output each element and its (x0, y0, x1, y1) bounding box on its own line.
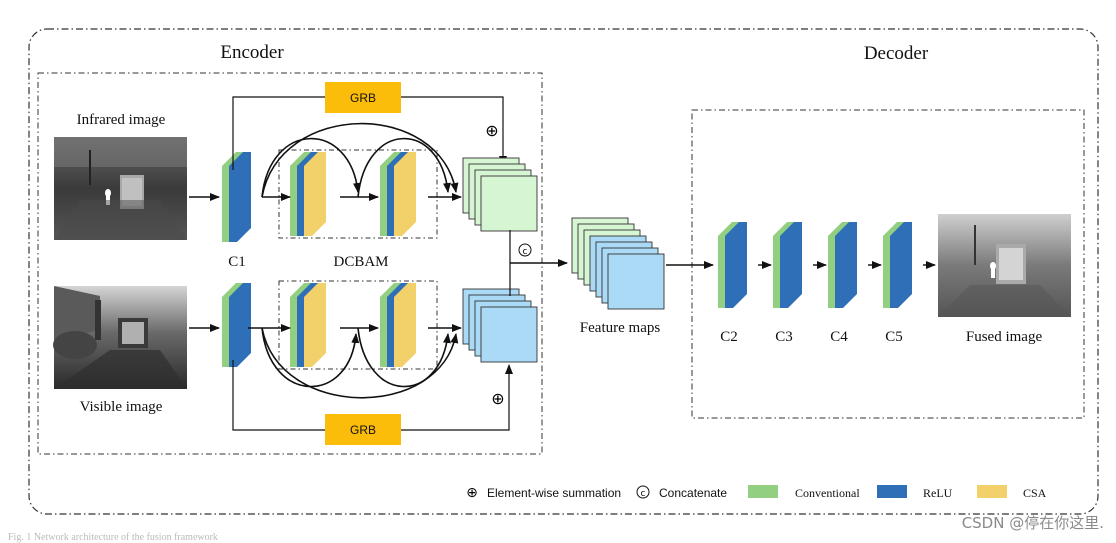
outer-frame (28, 28, 1099, 515)
legend: ⊕ Element-wise summation c Concatenate C… (466, 485, 1047, 501)
concat-symbol-letter: c (523, 247, 528, 257)
feature-map-sheet (607, 253, 665, 310)
legend-csa-label: CSA (1023, 486, 1047, 500)
csa-layer (304, 283, 326, 367)
arc-top-long (261, 122, 459, 198)
feature-maps-label: Feature maps (580, 320, 661, 336)
visible-image (53, 286, 187, 389)
csa-layer (304, 152, 326, 236)
decoder-block-c3 (773, 222, 802, 308)
decoder-block-c5 (883, 222, 912, 308)
watermark: CSDN @停在你这里. (961, 514, 1104, 532)
decoder-label: C4 (830, 329, 848, 345)
grb-top-label: GRB (350, 91, 376, 105)
decoder-title: Decoder (864, 43, 929, 64)
grb-box-top (325, 82, 401, 113)
dcbam-box-bottom (278, 280, 438, 370)
sum-symbol-bottom: ⊕ (491, 389, 504, 408)
feature-stack-green (462, 157, 538, 232)
relu-layer (229, 152, 251, 242)
legend-sum-label: Element-wise summation (487, 486, 621, 500)
feature-stack-blue (462, 288, 538, 363)
arc-top-2 (357, 137, 451, 198)
legend-conventional-swatch (748, 485, 778, 498)
relu-layer (780, 222, 802, 308)
legend-conventional-label: Conventional (795, 486, 860, 500)
legend-concat-letter: c (641, 489, 646, 499)
dcbam-block-1-top (290, 152, 326, 236)
decoder-label: C3 (775, 329, 793, 345)
decoder-block-c4 (828, 222, 857, 308)
infrared-label: Infrared image (77, 112, 166, 128)
dcbam-block-1-bottom (290, 283, 326, 367)
legend-relu-label: ReLU (923, 486, 953, 500)
feature-map-sheet (480, 175, 538, 232)
sum-symbol-top: ⊕ (485, 121, 498, 140)
relu-layer (890, 222, 912, 308)
feature-maps-stack (571, 217, 665, 310)
figure-caption: Fig. 1 Network architecture of the fusio… (8, 532, 218, 543)
concat-symbol (518, 243, 532, 257)
relu-layer (835, 222, 857, 308)
arc-bottom-2 (357, 327, 451, 388)
arc-bottom-long (261, 327, 459, 399)
c1-block-top (222, 152, 251, 242)
relu-layer (725, 222, 747, 308)
relu-layer (229, 283, 251, 367)
legend-relu-swatch (877, 485, 907, 498)
grb-bottom-label: GRB (350, 423, 376, 437)
c1-block-bottom (222, 283, 251, 367)
decoder-label: C5 (885, 329, 903, 345)
decoder-label: C2 (720, 329, 738, 345)
dcbam-block-2-top (380, 152, 416, 236)
arc-top-1 (261, 137, 361, 198)
visible-label: Visible image (80, 399, 163, 415)
dcbam-label: DCBAM (333, 254, 388, 270)
dcbam-block-2-bottom (380, 283, 416, 367)
legend-csa-swatch (977, 485, 1007, 498)
feature-map-sheet (480, 306, 538, 363)
encoder-frame (37, 72, 543, 455)
decoder-blocks: C2 C3 C4 C5 (718, 222, 936, 345)
c1-label: C1 (228, 254, 246, 270)
csa-layer (394, 283, 416, 367)
fused-label: Fused image (966, 329, 1043, 345)
legend-sum-icon: ⊕ (466, 485, 478, 501)
grb-box-bottom (325, 414, 401, 445)
legend-concat-label: Concatenate (659, 486, 727, 500)
infrared-image (54, 137, 187, 240)
csa-layer (394, 152, 416, 236)
dcbam-box-top (278, 149, 438, 239)
encoder-title: Encoder (220, 42, 284, 63)
fused-image (938, 214, 1071, 317)
legend-concat-icon (636, 485, 650, 499)
decoder-block-c2 (718, 222, 747, 308)
decoder-frame (691, 109, 1085, 419)
